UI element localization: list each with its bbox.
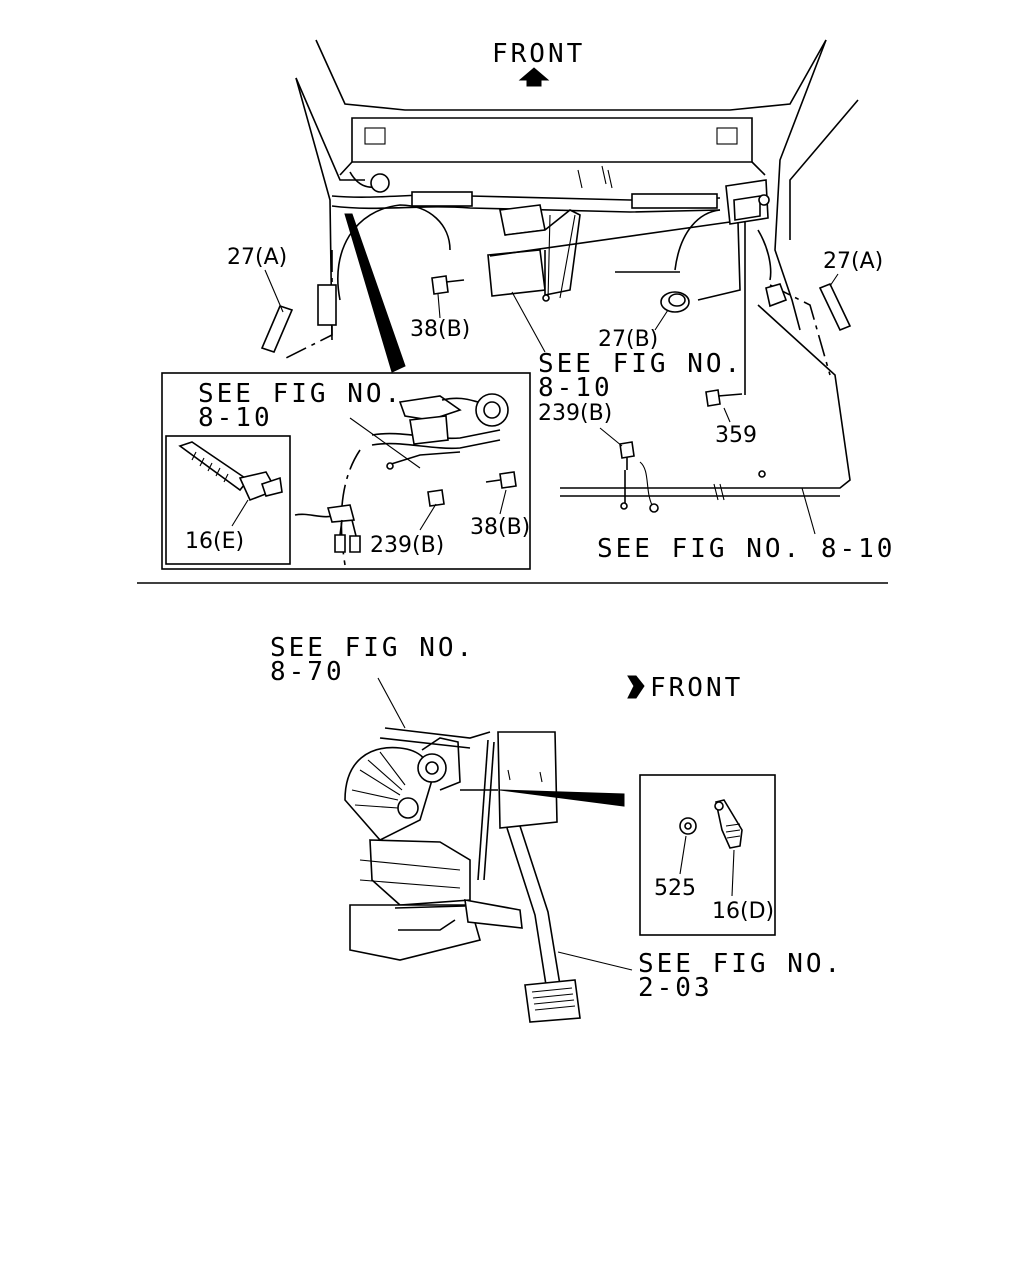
callout-239b-inset: 239(B) [370, 533, 444, 558]
wiring-harness-top [331, 165, 721, 213]
callout-359: 359 [715, 423, 757, 448]
part-27b-ring [660, 291, 690, 313]
ref-see-fig-top-line2: 8-70 [270, 657, 345, 687]
ref-see-fig-center-line2: 8-10 [538, 373, 613, 403]
callout-27a-right: 27(A) [823, 249, 883, 274]
part-27a-right [818, 282, 852, 332]
ref-see-fig-inset-line1: SEE FIG NO. [198, 379, 403, 409]
wheel-arch-right [674, 209, 721, 271]
part-16d-clip [714, 799, 743, 849]
ref-see-fig-top-line1: SEE FIG NO. [270, 633, 475, 663]
front-label-bottom: FRONT [650, 673, 743, 703]
ref-see-fig-bottom: SEE FIG NO. 8-10 [597, 534, 895, 564]
ref-see-fig-pedal-line1: SEE FIG NO. [638, 949, 843, 979]
cable-tie-inset [165, 435, 291, 565]
detail-pointer-wedge [344, 213, 406, 373]
part-16e-cable-tie [178, 441, 283, 502]
pedal-assembly [344, 727, 581, 1023]
callout-16e: 16(E) [185, 529, 244, 554]
part-38b-bolt-top [431, 275, 465, 295]
front-arrow-up-icon [518, 67, 550, 87]
part-359-bolt [705, 389, 743, 407]
wheel-arch-left [337, 204, 451, 301]
part-239b-bolt-inset [427, 489, 445, 507]
detail-inset-box: SEE FIG NO. 8-10 239(B) [161, 372, 531, 570]
detail-pointer-wedge-bottom [499, 789, 625, 807]
ref-see-fig-inset-line2: 8-10 [198, 403, 273, 433]
callout-27b: 27(B) [598, 327, 658, 352]
detail-inset-box-bottom: 525 16(D) [639, 774, 776, 936]
part-239b-bolt-right [619, 441, 635, 470]
callout-239b-right: 239(B) [538, 401, 612, 426]
callout-16d: 16(D) [712, 899, 774, 924]
control-module [487, 204, 581, 302]
right-module [489, 179, 770, 395]
callout-27a-left: 27(A) [227, 245, 287, 270]
bottom-view: SEE FIG NO. 8-70 FRONT [270, 633, 843, 1023]
callout-38b-inset: 38(B) [470, 515, 530, 540]
top-view: FRONT [161, 39, 895, 570]
callout-525: 525 [654, 876, 696, 901]
front-arrow-right-icon [627, 675, 645, 699]
part-525-nut [679, 817, 697, 835]
wiring-harness-lower [560, 461, 840, 513]
ref-see-fig-center-line1: SEE FIG NO. [538, 349, 743, 379]
ref-see-fig-pedal-line2: 2-03 [638, 973, 713, 1003]
part-27a-left [260, 305, 294, 353]
part-38b-bolt-inset [485, 471, 517, 489]
callout-38b-top: 38(B) [410, 317, 470, 342]
front-label-top: FRONT [492, 39, 585, 69]
cab-outline [295, 39, 859, 341]
